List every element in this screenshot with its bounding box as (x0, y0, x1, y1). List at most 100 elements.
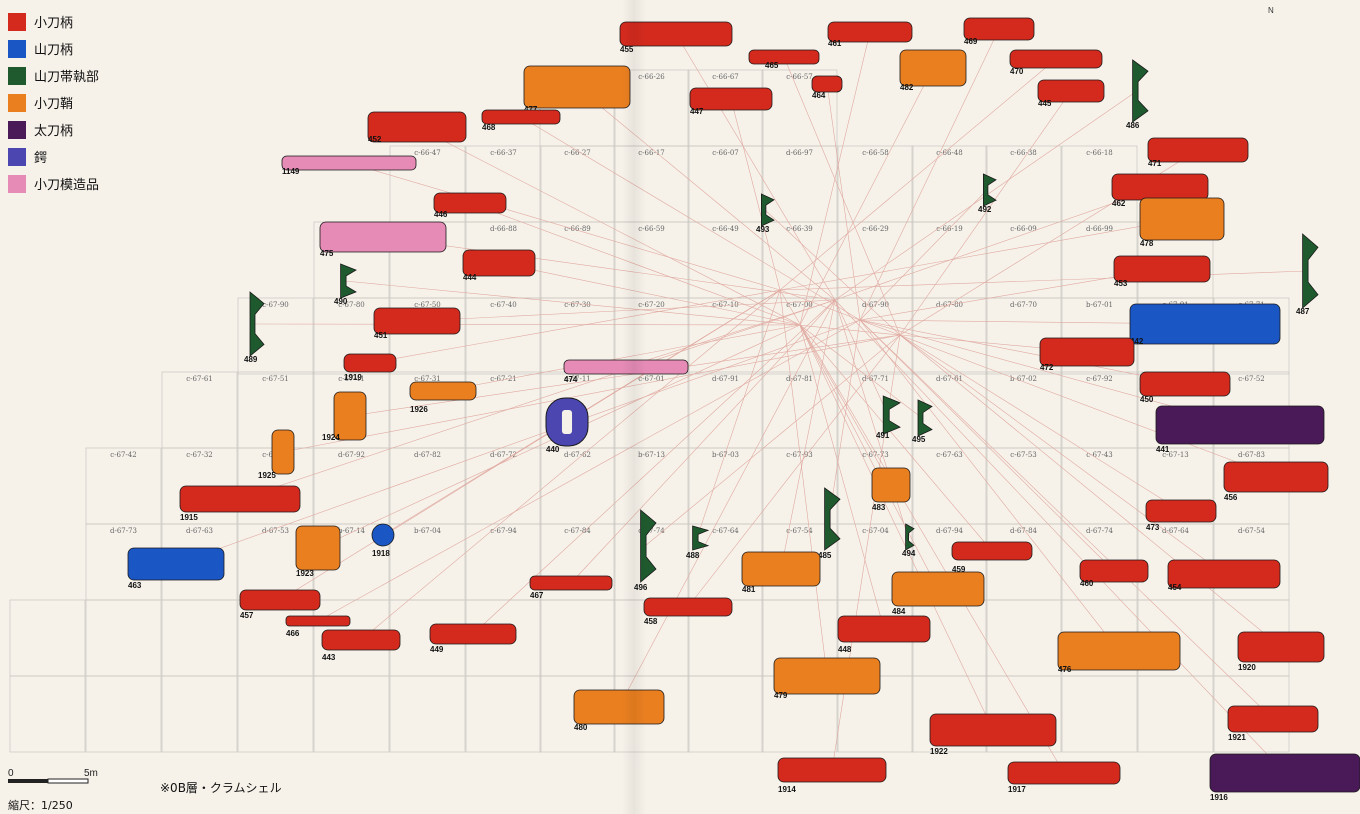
artifact-shape (180, 486, 300, 512)
grid-cell (1062, 448, 1137, 524)
artifact-1919: 1919 (344, 354, 396, 382)
artifact-shape (524, 66, 630, 108)
artifact-1149: 1149 (282, 156, 416, 176)
artifact-label: 473 (1146, 523, 1160, 532)
artifact-482: 482 (900, 50, 966, 92)
artifact-label: 488 (686, 551, 700, 560)
artifact-label: 1916 (1210, 793, 1228, 802)
artifact-484: 484 (892, 572, 984, 616)
leader-line (697, 290, 780, 538)
scale-zero: 0 (8, 768, 14, 779)
leader-line (254, 324, 800, 325)
artifact-480: 480 (574, 690, 664, 732)
grid-label: d-67-63 (186, 527, 213, 535)
grid-cell (986, 448, 1061, 524)
leader-line (280, 290, 780, 600)
artifact-490: 490 (334, 264, 356, 306)
grid-label: d-67-54 (1238, 527, 1266, 535)
leader-line (860, 190, 987, 320)
artifact-472: 472 (1040, 338, 1134, 372)
artifact-label: 465 (765, 61, 779, 70)
artifact-477: 477 (524, 66, 630, 114)
artifact-label: 449 (430, 645, 444, 654)
artifact-shape (1008, 762, 1120, 784)
artifact-shape (1114, 256, 1210, 282)
artifact-443: 443 (322, 630, 400, 662)
artifact-shape (128, 548, 224, 580)
grid-label: c-67-52 (1238, 375, 1264, 383)
grid-label: d-67-81 (786, 375, 813, 383)
artifact-shape (1224, 462, 1328, 492)
legend-item: 小刀鞘 (8, 89, 99, 116)
grid-label: c-67-64 (712, 527, 739, 535)
artifact-491: 491 (876, 396, 900, 440)
legend-swatch (8, 40, 26, 58)
grid-label: c-67-04 (862, 527, 889, 535)
artifact-shape (286, 616, 350, 626)
artifact-shape (322, 630, 400, 650)
grid-label: c-67-30 (564, 301, 590, 309)
artifact-label: 1920 (1238, 663, 1256, 672)
leader-line (800, 325, 922, 418)
leader-line (784, 57, 900, 335)
artifact-shape (1156, 406, 1324, 444)
artifact-shape (482, 110, 560, 124)
artifact-445: 445 (1038, 80, 1104, 108)
artifact-label: 1922 (930, 747, 948, 756)
artifact-shape (1133, 60, 1148, 122)
artifact-label: 1921 (1228, 733, 1246, 742)
artifact-shape (1303, 234, 1318, 308)
scale-five: 5m (84, 768, 98, 779)
artifact-label: 470 (1010, 67, 1024, 76)
artifact-495: 495 (912, 400, 932, 444)
artifact-label: 482 (900, 83, 914, 92)
legend-swatch (8, 121, 26, 139)
artifact-label: 444 (463, 273, 477, 282)
leader-line (731, 99, 780, 290)
artifact-shape (410, 382, 476, 400)
grid-label: c-66-29 (862, 225, 888, 233)
grid-label: c-67-61 (186, 375, 212, 383)
artifact-shape (749, 50, 819, 64)
grid-label: c-66-58 (862, 149, 888, 157)
grid-cell (1138, 676, 1213, 752)
artifact-label: 457 (240, 611, 254, 620)
grid-label: d-67-84 (1010, 527, 1038, 535)
legend-label: 山刀柄 (34, 39, 73, 58)
artifact-468: 468 (482, 110, 560, 132)
grid-cell (466, 298, 541, 374)
grid-cell (314, 448, 389, 524)
artifact-shape (240, 590, 320, 610)
grid-cell (986, 222, 1061, 298)
artifact-shape (812, 76, 842, 92)
legend-item: 山刀柄 (8, 35, 99, 62)
artifact-shape (372, 524, 394, 546)
artifact-shape (930, 714, 1056, 746)
artifact-448: 448 (838, 616, 930, 654)
leader-line (499, 263, 800, 325)
artifact-label: 478 (1140, 239, 1154, 248)
grid-label: c-67-94 (490, 527, 517, 535)
grid-cell (688, 372, 763, 448)
grid-cell (838, 146, 913, 222)
artifact-label: 1919 (344, 373, 362, 382)
grid-label: c-66-09 (1010, 225, 1036, 233)
artifact-441: 441 (1156, 406, 1324, 454)
artifact-shape (1140, 198, 1224, 240)
artifact-label: 456 (1224, 493, 1238, 502)
grid-label: d-67-92 (338, 451, 365, 459)
grid-cell (466, 676, 541, 752)
legend-swatch (8, 67, 26, 85)
artifact-478: 478 (1140, 198, 1224, 248)
artifact-486: 486 (1126, 60, 1148, 130)
artifact-label: 474 (564, 375, 578, 384)
artifact-label: 462 (1112, 199, 1126, 208)
artifact-shape (296, 526, 340, 570)
north-arrow: N (1268, 6, 1274, 15)
grid-label: c-66-49 (712, 225, 738, 233)
scale-bar: 0 5m (8, 770, 108, 795)
grid-cell (1062, 372, 1137, 448)
artifact-label: 1917 (1008, 785, 1026, 794)
legend-item: 鍔 (8, 143, 99, 170)
